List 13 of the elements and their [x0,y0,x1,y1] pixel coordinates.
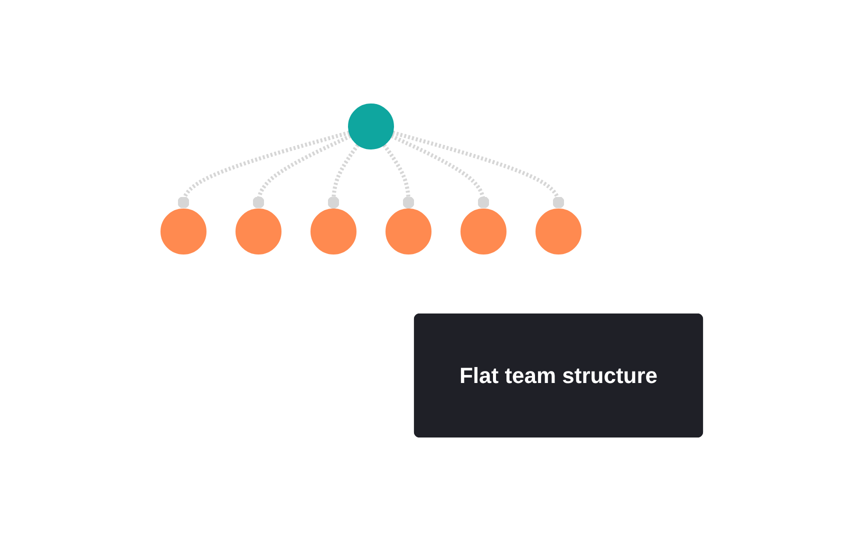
connector [178,130,350,208]
node-circle [460,208,507,254]
connector [390,134,490,208]
connector [252,134,352,208]
node-circle [536,208,582,254]
connector [382,143,415,208]
node-circle [348,103,394,149]
node-circle [386,208,432,254]
connector [392,130,565,208]
node-circle [160,208,207,254]
node-circle [236,208,282,254]
connector [328,143,360,208]
node-circle [310,208,357,254]
